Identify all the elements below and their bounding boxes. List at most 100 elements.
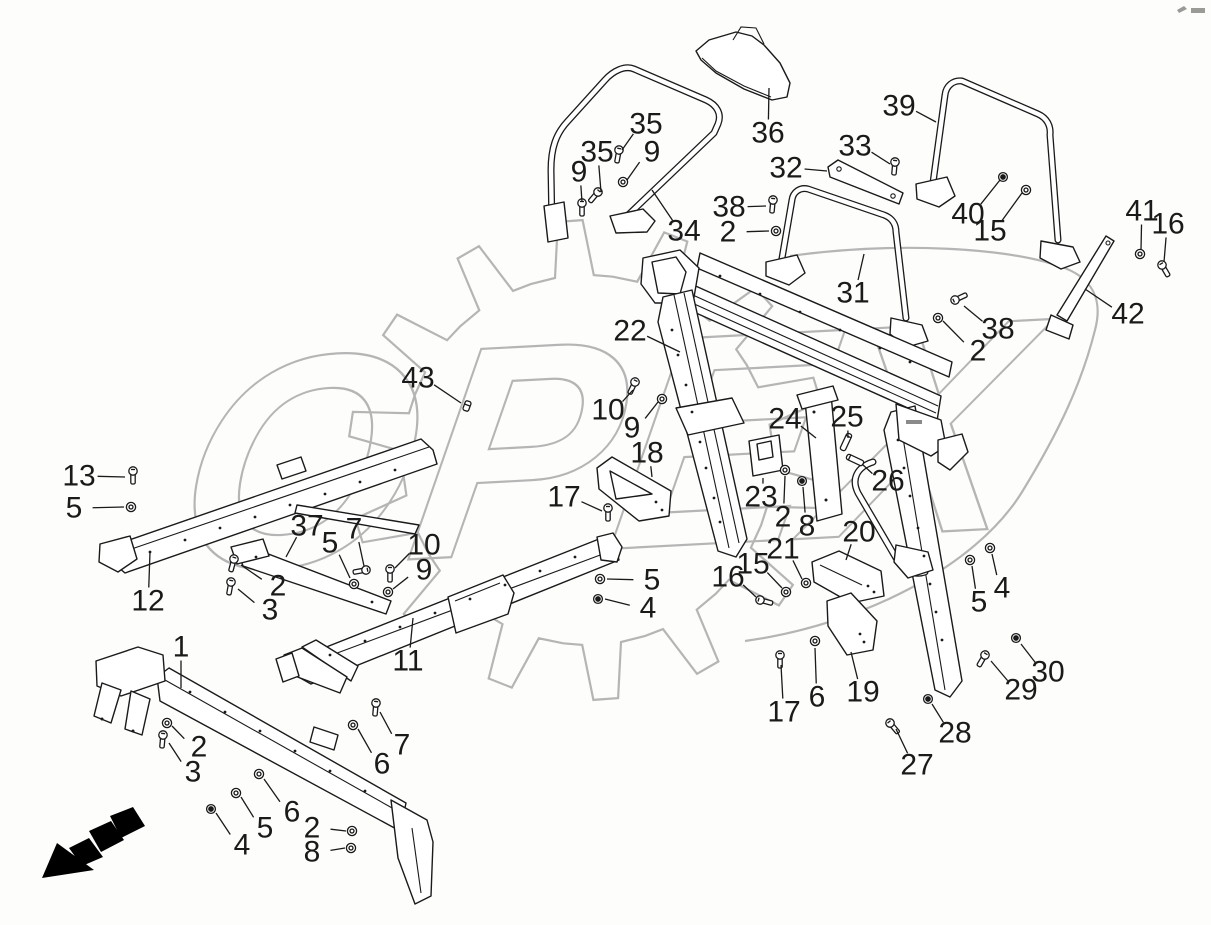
- callout-label-39[interactable]: 39: [882, 90, 915, 123]
- callout-label-38[interactable]: 38: [981, 313, 1014, 346]
- back-arrow-icon[interactable]: [42, 807, 145, 878]
- callout-label-13[interactable]: 13: [62, 460, 95, 493]
- callout-label-35[interactable]: 35: [580, 136, 613, 169]
- callout-label-2[interactable]: 2: [720, 216, 737, 249]
- callout-label-9[interactable]: 9: [571, 156, 588, 189]
- callout-label-43[interactable]: 43: [401, 362, 434, 395]
- callout-label-17[interactable]: 17: [547, 481, 580, 514]
- callout-label-34[interactable]: 34: [667, 215, 700, 248]
- fastener-washer-icon: [346, 825, 358, 837]
- callout-label-2[interactable]: 2: [270, 570, 287, 603]
- callout-label-29[interactable]: 29: [1004, 674, 1037, 707]
- callout-label-5[interactable]: 5: [66, 492, 83, 525]
- callout-label-24[interactable]: 24: [768, 403, 801, 436]
- fastener-bolt-icon: [627, 377, 640, 395]
- callout-leader-line: [971, 565, 977, 589]
- callout-label-5[interactable]: 5: [971, 586, 988, 619]
- callout-label-15[interactable]: 15: [973, 215, 1006, 248]
- callout-label-40[interactable]: 40: [951, 198, 984, 231]
- callout-label-32[interactable]: 32: [769, 152, 802, 185]
- callout-label-17[interactable]: 17: [767, 696, 800, 729]
- part-18-gusset: [596, 456, 672, 522]
- callout-label-42[interactable]: 42: [1111, 298, 1144, 331]
- callout-label-4[interactable]: 4: [234, 829, 251, 862]
- callout-label-20[interactable]: 20: [842, 516, 875, 549]
- callout-label-9[interactable]: 9: [644, 136, 661, 169]
- callout-leader-line: [215, 812, 231, 835]
- callout-label-23[interactable]: 23: [744, 481, 777, 514]
- callout-label-4[interactable]: 4: [994, 572, 1011, 605]
- callout-label-28[interactable]: 28: [938, 717, 971, 750]
- callout-label-8[interactable]: 8: [799, 510, 816, 543]
- callout-label-2[interactable]: 2: [775, 501, 792, 534]
- callout-label-26[interactable]: 26: [871, 465, 904, 498]
- callout-label-38[interactable]: 38: [712, 191, 745, 224]
- callout-label-37[interactable]: 37: [290, 510, 323, 543]
- callout-label-41[interactable]: 41: [1125, 195, 1158, 228]
- fastener-washer-icon: [780, 586, 792, 598]
- callout-label-31[interactable]: 31: [836, 277, 869, 310]
- callout-leader-line: [767, 87, 770, 120]
- callout-label-10[interactable]: 10: [407, 529, 440, 562]
- callout-label-3[interactable]: 3: [185, 756, 202, 789]
- part-32-strap: [827, 159, 904, 205]
- callout-label-9[interactable]: 9: [624, 412, 641, 445]
- callout-leader-line: [802, 486, 806, 513]
- callout-label-18[interactable]: 18: [630, 437, 663, 470]
- callout-label-12[interactable]: 12: [131, 585, 164, 618]
- callout-label-25[interactable]: 25: [830, 401, 863, 434]
- callout-label-33[interactable]: 33: [838, 130, 871, 163]
- fastener-washer-icon: [230, 787, 242, 799]
- fastener-washer-icon: [125, 501, 137, 513]
- callout-label-15[interactable]: 15: [736, 548, 769, 581]
- callout-label-4[interactable]: 4: [640, 592, 657, 625]
- callout-label-27[interactable]: 27: [900, 749, 933, 782]
- callout-leader-line: [804, 168, 828, 172]
- callout-label-11[interactable]: 11: [392, 645, 423, 678]
- callout-leader-line: [780, 664, 784, 699]
- callout-label-3[interactable]: 3: [262, 594, 279, 627]
- fastener-nut-icon: [205, 803, 217, 815]
- fastener-nut-icon: [592, 593, 604, 605]
- callout-label-30[interactable]: 30: [1031, 656, 1064, 689]
- fastener-washer-icon: [161, 717, 173, 729]
- callout-label-10[interactable]: 10: [591, 394, 624, 427]
- callout-label-5[interactable]: 5: [322, 527, 339, 560]
- callout-label-9[interactable]: 9: [416, 554, 433, 587]
- callout-label-6[interactable]: 6: [809, 681, 826, 714]
- callout-label-35[interactable]: 35: [629, 108, 662, 141]
- part-11-rail: [275, 532, 623, 694]
- callout-leader-line: [168, 742, 182, 762]
- callout-label-2[interactable]: 2: [304, 812, 321, 845]
- callout-leader-line: [263, 778, 281, 803]
- callout-leader-line: [330, 828, 347, 832]
- callout-leader-line: [942, 320, 965, 343]
- callout-label-7[interactable]: 7: [394, 729, 411, 762]
- callout-leader-line: [1163, 237, 1167, 263]
- callout-label-19[interactable]: 19: [846, 676, 879, 709]
- callout-label-8[interactable]: 8: [304, 836, 321, 869]
- callout-label-36[interactable]: 36: [751, 117, 784, 150]
- callout-label-22[interactable]: 22: [613, 315, 646, 348]
- callout-label-2[interactable]: 2: [970, 335, 987, 368]
- callout-label-16[interactable]: 16: [1151, 208, 1184, 241]
- callout-label-7[interactable]: 7: [346, 513, 363, 546]
- part-39-hoop: [915, 77, 1081, 270]
- callout-leader-line: [915, 110, 937, 123]
- callout-leader-line: [92, 506, 125, 509]
- fastener-bolt-icon: [614, 145, 624, 164]
- callout-leader-line: [1020, 643, 1036, 663]
- callout-label-21[interactable]: 21: [766, 533, 799, 566]
- callout-label-1[interactable]: 1: [173, 631, 190, 664]
- callout-label-2[interactable]: 2: [191, 731, 208, 764]
- callout-label-5[interactable]: 5: [644, 564, 661, 597]
- callout-leader-line: [379, 711, 393, 735]
- callout-label-6[interactable]: 6: [374, 748, 391, 781]
- fastener-washer-icon: [1134, 248, 1146, 260]
- callout-label-16[interactable]: 16: [711, 561, 744, 594]
- callout-leader-line: [621, 133, 634, 151]
- callout-label-6[interactable]: 6: [284, 796, 301, 829]
- callout-label-5[interactable]: 5: [257, 812, 274, 845]
